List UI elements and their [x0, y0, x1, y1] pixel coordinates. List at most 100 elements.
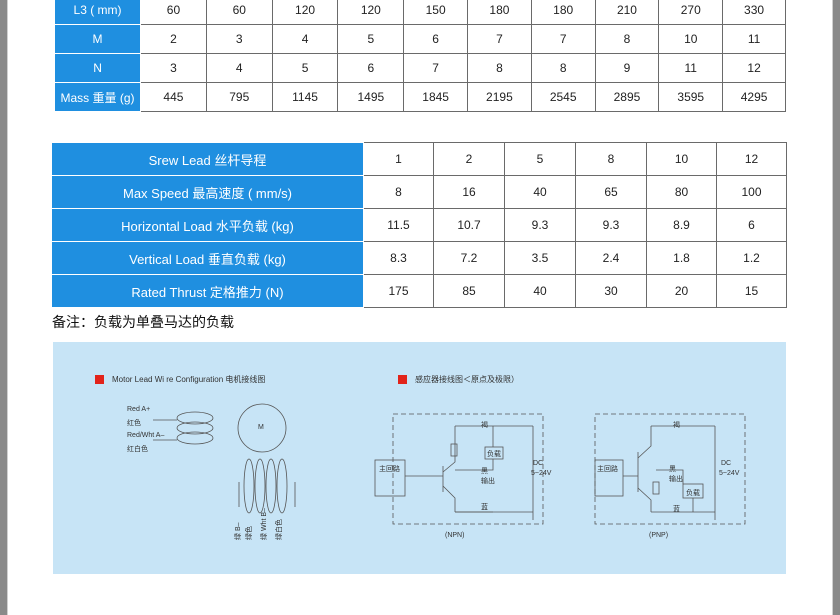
table-cell: 1 — [363, 142, 434, 176]
table-cell: 3 — [205, 24, 273, 54]
table-cell: 4 — [205, 53, 273, 83]
wire-label-green-white: 绿 Wht B– — [261, 508, 268, 540]
table-cell: 2.4 — [575, 241, 647, 275]
pnp-main-circuit-label: 主回路 — [597, 466, 618, 473]
table-cell: 40 — [504, 175, 576, 209]
table-cell: 100 — [716, 175, 787, 209]
table-cell: 120 — [337, 0, 405, 25]
row-header: N — [53, 53, 142, 83]
npn-main-circuit-label: 主回路 — [379, 466, 400, 473]
npn-caption: (NPN) — [445, 532, 465, 539]
npn-output-label: 输出 — [481, 478, 495, 485]
table-cell: 8 — [594, 24, 660, 54]
table-cell: 1845 — [403, 82, 469, 112]
table-cell: 175 — [363, 274, 434, 308]
pnp-black-label: 黑 — [669, 466, 676, 473]
table-cell: 11.5 — [363, 208, 434, 242]
wire-label-red-cn: 红色 — [127, 420, 141, 427]
table-cell: 6 — [337, 53, 405, 83]
table-cell: 180 — [467, 0, 532, 25]
table-cell: 15 — [716, 274, 787, 308]
pnp-output-label: 输出 — [669, 476, 683, 483]
table-cell: 11 — [722, 24, 786, 54]
motor-coil-b — [243, 458, 288, 514]
table-cell: 80 — [646, 175, 717, 209]
table-cell: 150 — [403, 0, 469, 25]
table-cell: 9.3 — [575, 208, 647, 242]
table-cell: 5 — [337, 24, 405, 54]
legend-marker-icon — [398, 375, 407, 384]
table-cell: 3.5 — [504, 241, 576, 275]
wiring-diagram-drawing — [153, 403, 746, 525]
row-header: L3 ( mm) — [53, 0, 142, 25]
wire-label-green: 绿 B– — [235, 522, 242, 540]
left-frame-border — [0, 0, 8, 615]
motor-diagram-legend: Motor Lead Wi re Configuration 电机接线图 — [95, 374, 265, 385]
table-cell: 20 — [646, 274, 717, 308]
table-cell: 10 — [646, 142, 717, 176]
table-cell: 6 — [403, 24, 469, 54]
table-cell: 795 — [205, 82, 273, 112]
table-cell: 2195 — [467, 82, 532, 112]
table-cell: 10 — [658, 24, 724, 54]
table-cell: 8.3 — [363, 241, 434, 275]
wire-label-red-white-cn: 红白色 — [127, 446, 148, 453]
pnp-load-label: 负载 — [686, 490, 700, 497]
motor-diagram-title: Motor Lead Wi re Configuration 电机接线图 — [112, 375, 266, 384]
table-cell: 270 — [658, 0, 724, 25]
sensor-diagram-legend: 感应器接线图＜原点及极限） — [398, 374, 519, 385]
table-cell: 5 — [271, 53, 339, 83]
npn-black-label: 黑 — [481, 468, 488, 475]
legend-marker-icon — [95, 375, 104, 384]
table-cell: 7.2 — [433, 241, 505, 275]
row-header: Rated Thrust 定格推力 (N) — [51, 274, 364, 308]
table-cell: 3595 — [658, 82, 724, 112]
load-note: 备注：负载为单叠马达的负载 — [52, 314, 234, 330]
wiring-diagram-panel: Motor Lead Wi re Configuration 电机接线图 感应器… — [53, 342, 786, 574]
table-cell: 12 — [716, 142, 787, 176]
pnp-voltage-label: 5~24V — [719, 470, 740, 477]
table-cell: 7 — [530, 24, 596, 54]
npn-voltage-label: 5~24V — [531, 470, 552, 477]
table-cell: 8 — [467, 53, 532, 83]
table-cell: 30 — [575, 274, 647, 308]
table-cell: 445 — [140, 82, 207, 112]
pnp-brown-label: 褐 — [673, 422, 680, 429]
table-cell: 7 — [403, 53, 469, 83]
table-cell: 8 — [530, 53, 596, 83]
motor-label: M — [258, 424, 264, 431]
table-cell: 210 — [594, 0, 660, 25]
npn-blue-label: 蓝 — [481, 504, 488, 511]
row-header: Horizontal Load 水平负载 (kg) — [51, 208, 364, 242]
table-cell: 120 — [271, 0, 339, 25]
table-cell: 1.2 — [716, 241, 787, 275]
row-header: Mass 重量 (g) — [53, 82, 142, 112]
motor-coil-a — [176, 411, 214, 445]
pnp-circuit — [594, 413, 746, 525]
table-cell: 6 — [716, 208, 787, 242]
table-cell: 8 — [575, 142, 647, 176]
npn-brown-label: 褐 — [481, 422, 488, 429]
wire-label-red: Red A+ — [127, 406, 151, 413]
pnp-blue-label: 蓝 — [673, 506, 680, 513]
table-cell: 4295 — [722, 82, 786, 112]
motor-symbol — [237, 403, 287, 453]
table-cell: 10.7 — [433, 208, 505, 242]
row-header: Srew Lead 丝杆导程 — [51, 142, 364, 176]
table-cell: 85 — [433, 274, 505, 308]
table-cell: 60 — [140, 0, 207, 25]
row-header: Max Speed 最高速度 ( mm/s) — [51, 175, 364, 209]
wire-label-green-white-cn: 绿白色 — [276, 519, 283, 540]
table-cell: 12 — [722, 53, 786, 83]
npn-circuit — [374, 413, 544, 525]
table-cell: 7 — [467, 24, 532, 54]
table-cell: 2545 — [530, 82, 596, 112]
table-cell: 180 — [530, 0, 596, 25]
